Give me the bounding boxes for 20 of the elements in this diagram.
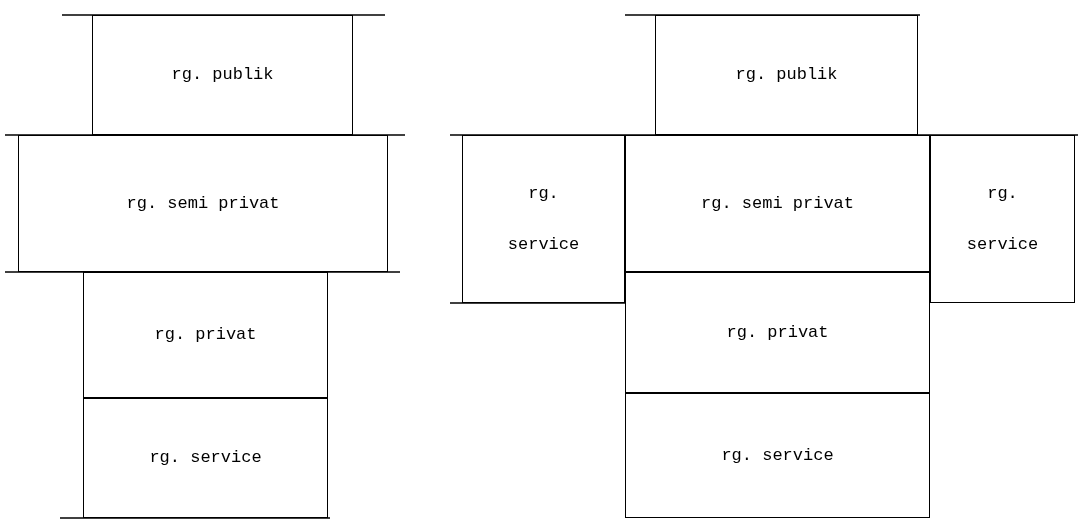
- zone-label: rg. privat: [154, 324, 257, 347]
- zone-label: rg. service: [721, 444, 834, 467]
- zone-box: [92, 15, 353, 135]
- zone-box: [625, 393, 930, 518]
- zone-box: [462, 135, 625, 303]
- zone-box: [625, 272, 930, 393]
- zone-box: [18, 135, 388, 272]
- zone-label: rg. service: [506, 183, 581, 256]
- zone-label: rg. publik: [171, 64, 274, 87]
- zone-label: rg. privat: [726, 321, 829, 344]
- zone-box: [625, 135, 930, 272]
- zone-label: rg. service: [149, 447, 262, 470]
- zone-box: [83, 272, 328, 398]
- zone-box: [655, 15, 918, 135]
- zone-box: [83, 398, 328, 518]
- zone-label: rg. publik: [735, 64, 838, 87]
- zone-label: rg. service: [965, 183, 1040, 256]
- zone-label: rg. semi privat: [126, 192, 280, 215]
- zone-box: [930, 135, 1075, 303]
- zone-label: rg. semi privat: [701, 192, 854, 215]
